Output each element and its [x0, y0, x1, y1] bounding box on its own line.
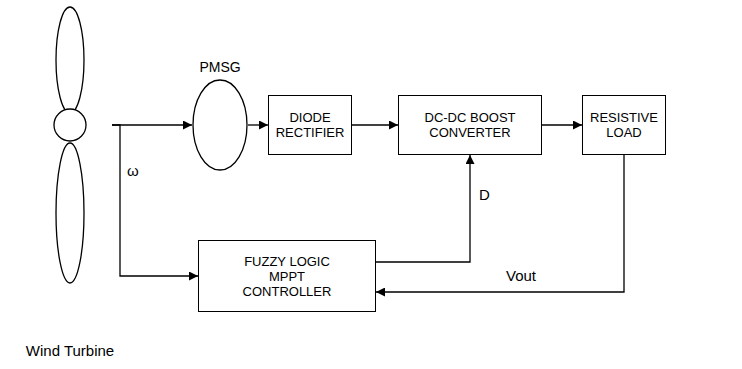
turbine-hub: [54, 109, 86, 141]
signal-name: D: [478, 186, 491, 203]
signal-arrow: [112, 125, 198, 276]
generator-ellipse-shape: [193, 80, 247, 170]
turbine-blade: [56, 143, 84, 283]
turbine-illustration: [28, 2, 112, 360]
signal-name: Vout: [505, 267, 537, 284]
turbine-blade: [56, 7, 84, 113]
turbine-label: Wind Turbine: [26, 342, 114, 360]
signal-arrow: [352, 124, 398, 125]
wind-turbine: Wind Turbine: [28, 2, 112, 360]
box-label: DC-DC BOOST CONVERTER: [410, 110, 530, 140]
process-box: RESISTIVE LOAD: [582, 95, 666, 155]
controller-box: FUZZY LOGIC MPPT CONTROLLER: [198, 240, 376, 312]
signal-arrow: [248, 124, 268, 125]
process-box: DIODE RECTIFIER: [268, 95, 352, 155]
signal-arrow: [376, 155, 470, 262]
generator-outline: [192, 58, 248, 176]
generator-label: PMSG: [199, 58, 240, 76]
signal-arrow: [376, 155, 624, 292]
process-box: DC-DC BOOST CONVERTER: [398, 95, 542, 155]
box-label: FUZZY LOGIC MPPT CONTROLLER: [231, 254, 343, 299]
signal-name: ω: [126, 162, 140, 179]
generator-ellipse: PMSG: [192, 58, 248, 176]
signal-arrow: [542, 124, 582, 125]
signal-arrow: [112, 124, 192, 125]
box-label: RESISTIVE LOAD: [589, 110, 659, 140]
box-label: DIODE RECTIFIER: [275, 110, 345, 140]
